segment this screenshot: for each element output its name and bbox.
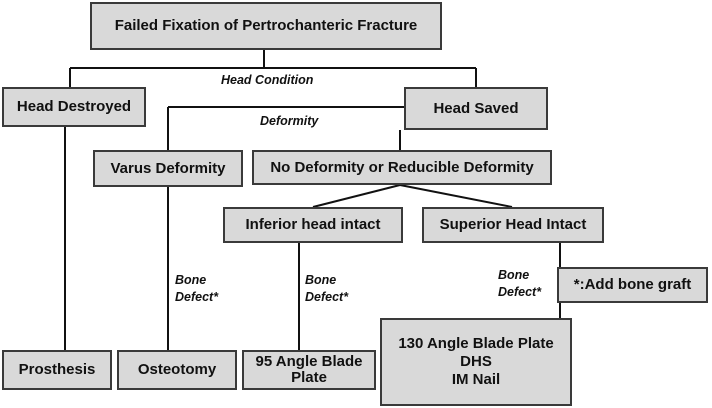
inferior-head-intact-box: Inferior head intact <box>223 207 403 243</box>
superior-head-intact-box: Superior Head Intact <box>422 207 604 243</box>
blade-130-box: 130 Angle Blade Plate DHS IM Nail <box>380 318 572 406</box>
bone-graft-note-box: *:Add bone graft <box>557 267 708 303</box>
bone-defect-label-130-blade: Bone Defect* <box>498 268 542 299</box>
head-condition-label: Head Condition <box>221 73 314 87</box>
bone-defect-label-osteotomy: Bone Defect* <box>175 273 219 304</box>
prosthesis-box: Prosthesis <box>2 350 112 390</box>
connector-no-deformity-to-inferior <box>312 184 401 208</box>
root-box: Failed Fixation of Pertrochanteric Fract… <box>90 2 442 50</box>
connector-no-deformity-to-superior <box>399 184 513 208</box>
varus-deformity-box: Varus Deformity <box>93 150 243 187</box>
head-destroyed-box: Head Destroyed <box>2 87 146 127</box>
no-deformity-box: No Deformity or Reducible Deformity <box>252 150 552 185</box>
head-saved-box: Head Saved <box>404 87 548 130</box>
osteotomy-box: Osteotomy <box>117 350 237 390</box>
blade-95-box: 95 Angle Blade Plate <box>242 350 376 390</box>
bone-defect-label-95-blade: Bone Defect* <box>305 273 349 304</box>
deformity-label: Deformity <box>260 114 319 128</box>
